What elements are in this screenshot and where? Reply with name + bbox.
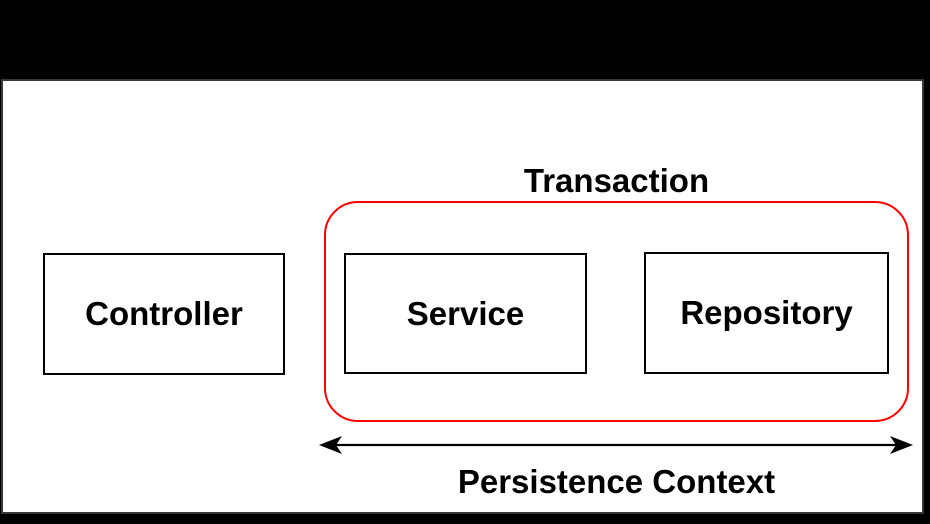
controller-node-label: Controller: [85, 295, 243, 332]
service-node: Service: [344, 253, 587, 374]
service-node-label: Service: [406, 294, 525, 332]
controller-node: Controller: [43, 253, 285, 375]
repository-node-label: Repository: [680, 294, 853, 331]
transaction-boundary: [324, 201, 909, 422]
right-arrowhead-icon: [890, 436, 913, 454]
persistence-context-label: Persistence Context: [457, 463, 776, 500]
left-arrowhead-icon: [319, 436, 342, 454]
persistence-context-arrow: [319, 436, 913, 454]
diagram-canvas: Transaction Controller Service Repositor…: [1, 79, 924, 514]
repository-node: Repository: [644, 252, 889, 374]
transaction-label: Transaction: [523, 162, 710, 199]
